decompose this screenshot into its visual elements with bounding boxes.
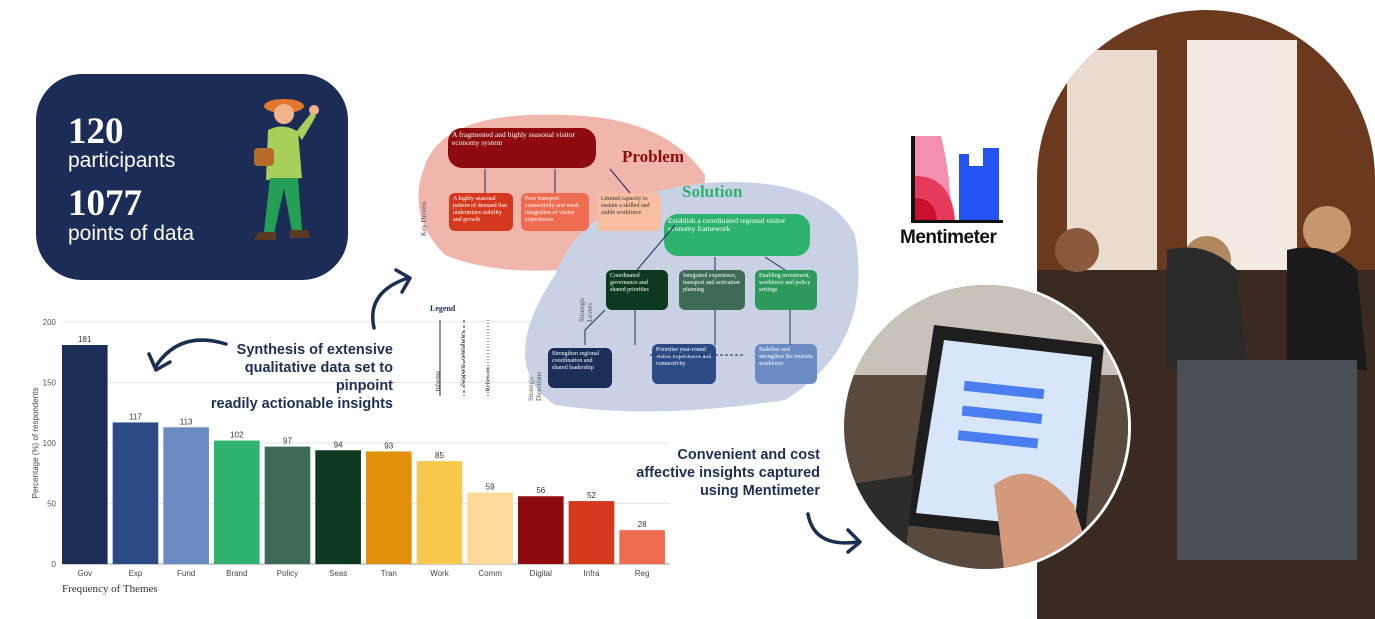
x-tick-label: Fund: [177, 569, 195, 578]
driver-node: Limited capacity to sustain a skilled an…: [597, 193, 661, 231]
x-tick-label: Brand: [226, 569, 247, 578]
x-tick-label: Infra: [583, 569, 600, 578]
bar: [214, 440, 260, 564]
mentimeter-callout: Convenient and cost affective insights c…: [636, 447, 820, 499]
legend-item: Relies on: [484, 367, 492, 392]
data-points-count: 1077: [68, 183, 142, 224]
bar: [163, 427, 209, 564]
bar: [416, 461, 463, 564]
participants-label: participants: [68, 149, 176, 172]
bar: [366, 451, 412, 564]
bar: [467, 492, 513, 564]
curved-arrow-icon: [371, 268, 412, 330]
x-tick-label: Gov: [77, 569, 92, 578]
lever-node: Integrated experience, transport and act…: [679, 270, 745, 310]
x-tick-label: Seas: [329, 569, 347, 578]
mentimeter-logo: [911, 136, 1003, 223]
hiker-illustration: [254, 99, 319, 240]
bar: [264, 446, 311, 564]
x-tick-label: Tran: [381, 569, 397, 578]
y-tick-label: 150: [43, 379, 57, 388]
bar-value-label: 56: [536, 486, 545, 495]
direction-node: Strengthen regional coordination and sha…: [548, 348, 612, 388]
bar-value-label: 85: [435, 451, 444, 460]
legend-lines: [439, 320, 489, 396]
bar-value-label: 93: [384, 441, 393, 450]
y-tick-label: 50: [47, 500, 56, 509]
direction-node: Stabilise and strengthen the tourism wor…: [755, 344, 817, 384]
diagram-connectors: [484, 168, 791, 356]
bar-value-label: 52: [587, 491, 596, 500]
y-tick-label: 200: [43, 318, 57, 327]
solution-statement: Establish a coordinated regional visitor…: [664, 214, 810, 256]
solution-title: Solution: [682, 182, 743, 201]
bar: [619, 530, 665, 564]
bar-value-label: 59: [486, 483, 495, 492]
direction-node: Prioritise year-round visitor experience…: [652, 344, 716, 384]
bar-value-label: 102: [230, 431, 244, 440]
bar: [315, 450, 361, 564]
tablet-photo: [841, 282, 1131, 572]
bar-value-label: 97: [283, 437, 292, 446]
problem-statement: A fragmented and highly seasonal visitor…: [448, 128, 596, 168]
x-tick-label: Reg: [635, 569, 650, 578]
bar: [518, 496, 564, 564]
stats-card: 120 participants 1077 points of data: [36, 74, 348, 280]
x-tick-label: Exp: [129, 569, 143, 578]
legend-item: Informs: [434, 370, 442, 392]
bar-value-label: 117: [129, 412, 142, 421]
bar-value-label: 94: [334, 440, 343, 449]
lever-node: Coordinated governance and shared priori…: [606, 270, 668, 310]
participants-count: 120: [68, 111, 124, 152]
driver-node: Poor transport connectivity and weak int…: [521, 193, 589, 231]
problem-title: Problem: [622, 147, 685, 166]
bar: [62, 344, 108, 564]
y-axis-title: Percentage (%) of respondents: [31, 388, 40, 499]
bar: [112, 422, 159, 564]
y-tick-label: 100: [43, 439, 57, 448]
curved-arrow-icon: [147, 338, 228, 372]
x-tick-label: Policy: [277, 569, 298, 578]
legend-title: Legend: [430, 304, 456, 313]
y-tick-label: 0: [52, 560, 57, 569]
data-points-label: points of data: [68, 222, 195, 245]
x-tick-label: Digital: [530, 569, 552, 578]
synthesis-callout: Synthesis of extensive qualitative data …: [210, 342, 393, 412]
bar: [568, 501, 615, 564]
bar-value-label: 113: [180, 417, 193, 426]
x-axis-title: Frequency of Themes: [62, 583, 158, 595]
mentimeter-wordmark: Mentimeter: [900, 227, 997, 248]
bar-value-label: 28: [638, 520, 647, 529]
driver-node: A highly seasonal pattern of demand that…: [449, 193, 513, 231]
x-tick-label: Work: [430, 569, 450, 578]
lever-node: Enabling investment, workforce and polic…: [755, 270, 817, 310]
curved-arrow-icon: [806, 512, 862, 554]
legend-item: Supports, contributes: [459, 331, 467, 387]
x-tick-label: Comm: [478, 569, 502, 578]
bar-value-label: 181: [78, 335, 92, 344]
